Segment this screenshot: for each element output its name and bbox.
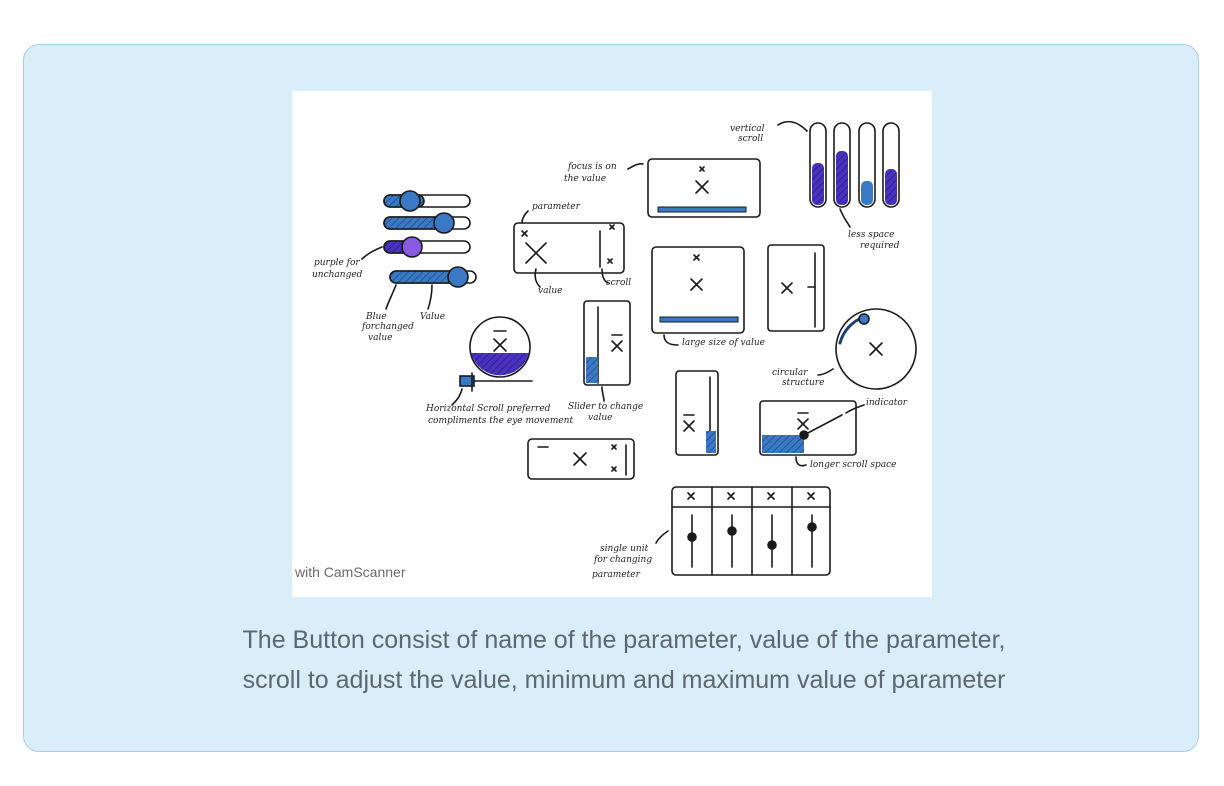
focus-value-box bbox=[627, 158, 761, 218]
tall-value-box bbox=[767, 244, 825, 332]
sketch-notes: vertical scroll focus is on the value le… bbox=[312, 124, 908, 580]
note-circular-2: structure bbox=[782, 378, 824, 388]
horizontal-box-bottom bbox=[527, 438, 635, 480]
note-focus-value: focus is on bbox=[567, 162, 617, 172]
note-vertical-scroll-2: scroll bbox=[738, 134, 763, 144]
longer-scroll-box bbox=[759, 400, 865, 467]
large-value-box bbox=[651, 246, 745, 346]
note-focus-value-2: the value bbox=[564, 174, 606, 184]
note-horizontal-2: compliments the eye movement bbox=[428, 416, 573, 426]
note-value: value bbox=[538, 286, 562, 296]
note-single-unit: single unit bbox=[600, 544, 649, 554]
note-blue-3: value bbox=[368, 333, 392, 343]
figure-caption: The Button consist of name of the parame… bbox=[242, 626, 1006, 694]
note-parameter: parameter bbox=[532, 202, 581, 212]
note-slider: Slider to change bbox=[568, 402, 643, 412]
note-single-unit-3: parameter bbox=[592, 570, 641, 580]
note-large-size: large size of value bbox=[682, 338, 765, 348]
vertical-scroll-group bbox=[777, 120, 900, 228]
single-unit-parameter-group bbox=[655, 486, 831, 576]
note-slider-2: value bbox=[588, 413, 612, 423]
note-blue-2: forchanged bbox=[361, 322, 414, 332]
note-blue: Blue bbox=[365, 312, 387, 322]
camscanner-watermark: with CamScanner bbox=[295, 564, 406, 580]
note-value-2: Value bbox=[420, 312, 445, 322]
note-horizontal: Horizontal Scroll preferred bbox=[425, 404, 551, 414]
note-single-unit-2: for changing bbox=[593, 555, 652, 565]
note-vertical-scroll: vertical bbox=[730, 124, 765, 134]
note-less-space: less space bbox=[848, 230, 894, 240]
sketch-image: vertical scroll focus is on the value le… bbox=[292, 91, 932, 597]
vertical-slider-box bbox=[583, 300, 631, 402]
note-longer-scroll: longer scroll space bbox=[810, 460, 896, 470]
parameter-box bbox=[513, 210, 625, 288]
small-value-box bbox=[675, 370, 719, 456]
note-circular: circular bbox=[772, 368, 808, 378]
note-purple-2: unchanged bbox=[312, 270, 363, 280]
note-indicator: indicator bbox=[866, 398, 908, 408]
purple-circle-gauge bbox=[451, 316, 533, 406]
circular-structure bbox=[817, 308, 917, 390]
note-scroll: scroll bbox=[606, 278, 631, 288]
horizontal-bars bbox=[361, 190, 477, 310]
hand-drawn-ui-sketch: vertical scroll focus is on the value le… bbox=[312, 120, 917, 580]
note-purple: purple for bbox=[314, 258, 360, 268]
note-less-space-2: required bbox=[860, 241, 900, 251]
